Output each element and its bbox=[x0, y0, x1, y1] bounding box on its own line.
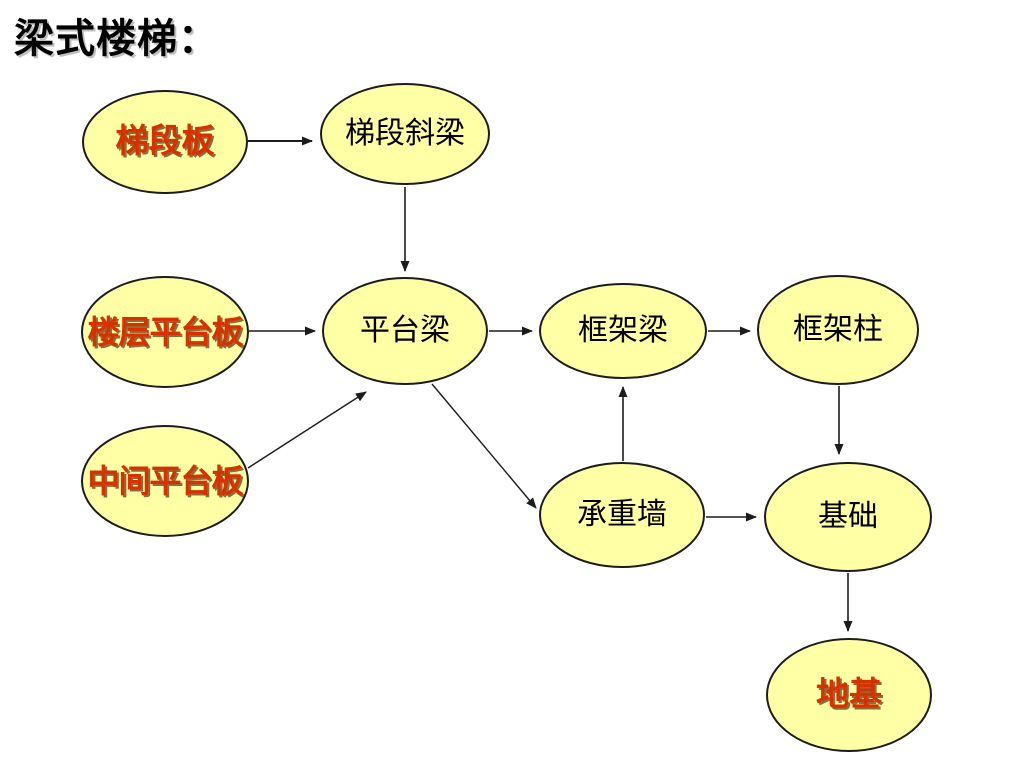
node-label: 地基 bbox=[816, 676, 882, 713]
node-label: 基础 bbox=[818, 500, 878, 533]
node-label: 承重墙 bbox=[577, 498, 667, 531]
page-title: 梁式楼梯： bbox=[14, 16, 219, 61]
node-label: 框架梁 bbox=[578, 314, 668, 347]
node-label: 平台梁 bbox=[360, 314, 450, 347]
node-label: 中间平台板 bbox=[87, 463, 243, 499]
node-zhongjian-pingtaiban: 中间平台板 bbox=[81, 425, 249, 537]
node-label: 楼层平台板 bbox=[87, 314, 243, 350]
node-tiduan-xieliang: 梯段斜梁 bbox=[320, 83, 490, 185]
node-label: 框架柱 bbox=[793, 313, 883, 346]
node-kuangjiazhu: 框架柱 bbox=[757, 275, 919, 385]
node-tiduanban: 梯段板 bbox=[82, 90, 248, 194]
arrow-pingtailiang-to-chengzhongqiang bbox=[431, 383, 537, 509]
node-label: 梯段斜梁 bbox=[345, 117, 465, 150]
node-jichu: 基础 bbox=[764, 462, 932, 572]
node-pingtailiang: 平台梁 bbox=[322, 277, 488, 385]
node-diji: 地基 bbox=[766, 638, 932, 752]
arrow-zhongjianpingtaiban-to-pingtailiang bbox=[247, 391, 367, 469]
node-chengzhongqiang: 承重墙 bbox=[539, 462, 705, 568]
node-kuangjialiang: 框架梁 bbox=[539, 283, 707, 379]
node-label: 梯段板 bbox=[115, 123, 215, 160]
node-louceng-pingtaiban: 楼层平台板 bbox=[81, 276, 249, 388]
